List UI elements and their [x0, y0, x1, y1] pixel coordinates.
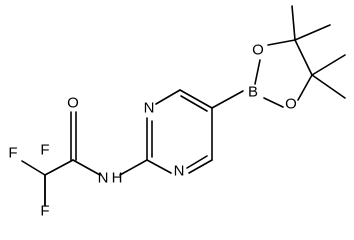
bond-c-o-bottom [297, 74, 313, 101]
atom-f-top: F [40, 142, 49, 159]
atom-o-boronate-top: O [252, 42, 264, 59]
atom-o-boronate-bottom: O [285, 96, 297, 113]
bond-c5-b [211, 90, 244, 109]
bond-cf3-carbonyl [44, 159, 74, 176]
bond-c-c [294, 39, 313, 76]
bond-methyl-1 [291, 5, 296, 41]
bond-c6-c5-inner [180, 95, 208, 112]
bond-o-bottom-b [263, 97, 284, 108]
atom-h-amide: H [112, 170, 123, 187]
bonds [21, 5, 346, 206]
atom-f-left: F [8, 145, 17, 162]
bond-carbonyl-n [72, 159, 101, 176]
atom-o-carbonyl: O [67, 95, 79, 112]
atom-n-ring-bottom: N [174, 163, 185, 180]
bond-c-f-left [21, 160, 46, 176]
bond-c6-c5 [179, 89, 213, 109]
bond-n1-c6 [155, 89, 181, 105]
bond-n-ring [119, 159, 148, 176]
atom-labels: F F F O N H N N B O O [8, 42, 296, 220]
bond-o-top-c [267, 39, 296, 46]
bond-c4-n3 [188, 159, 213, 174]
bond-methyl-2 [294, 24, 331, 41]
atom-f-bottom: F [40, 203, 49, 220]
atom-n-ring-top: N [144, 100, 155, 117]
bond-n3-c2 [146, 159, 172, 174]
bond-methyl-3 [311, 54, 346, 76]
bond-b-o-top [254, 59, 261, 85]
atom-b-boron: B [248, 84, 258, 101]
atom-n-amide: N [98, 170, 109, 187]
bond-c4-n3-inner [186, 155, 208, 169]
chemical-structure-diagram: F F F O N H N N B O O [8, 5, 346, 220]
bond-methyl-4 [311, 74, 346, 99]
